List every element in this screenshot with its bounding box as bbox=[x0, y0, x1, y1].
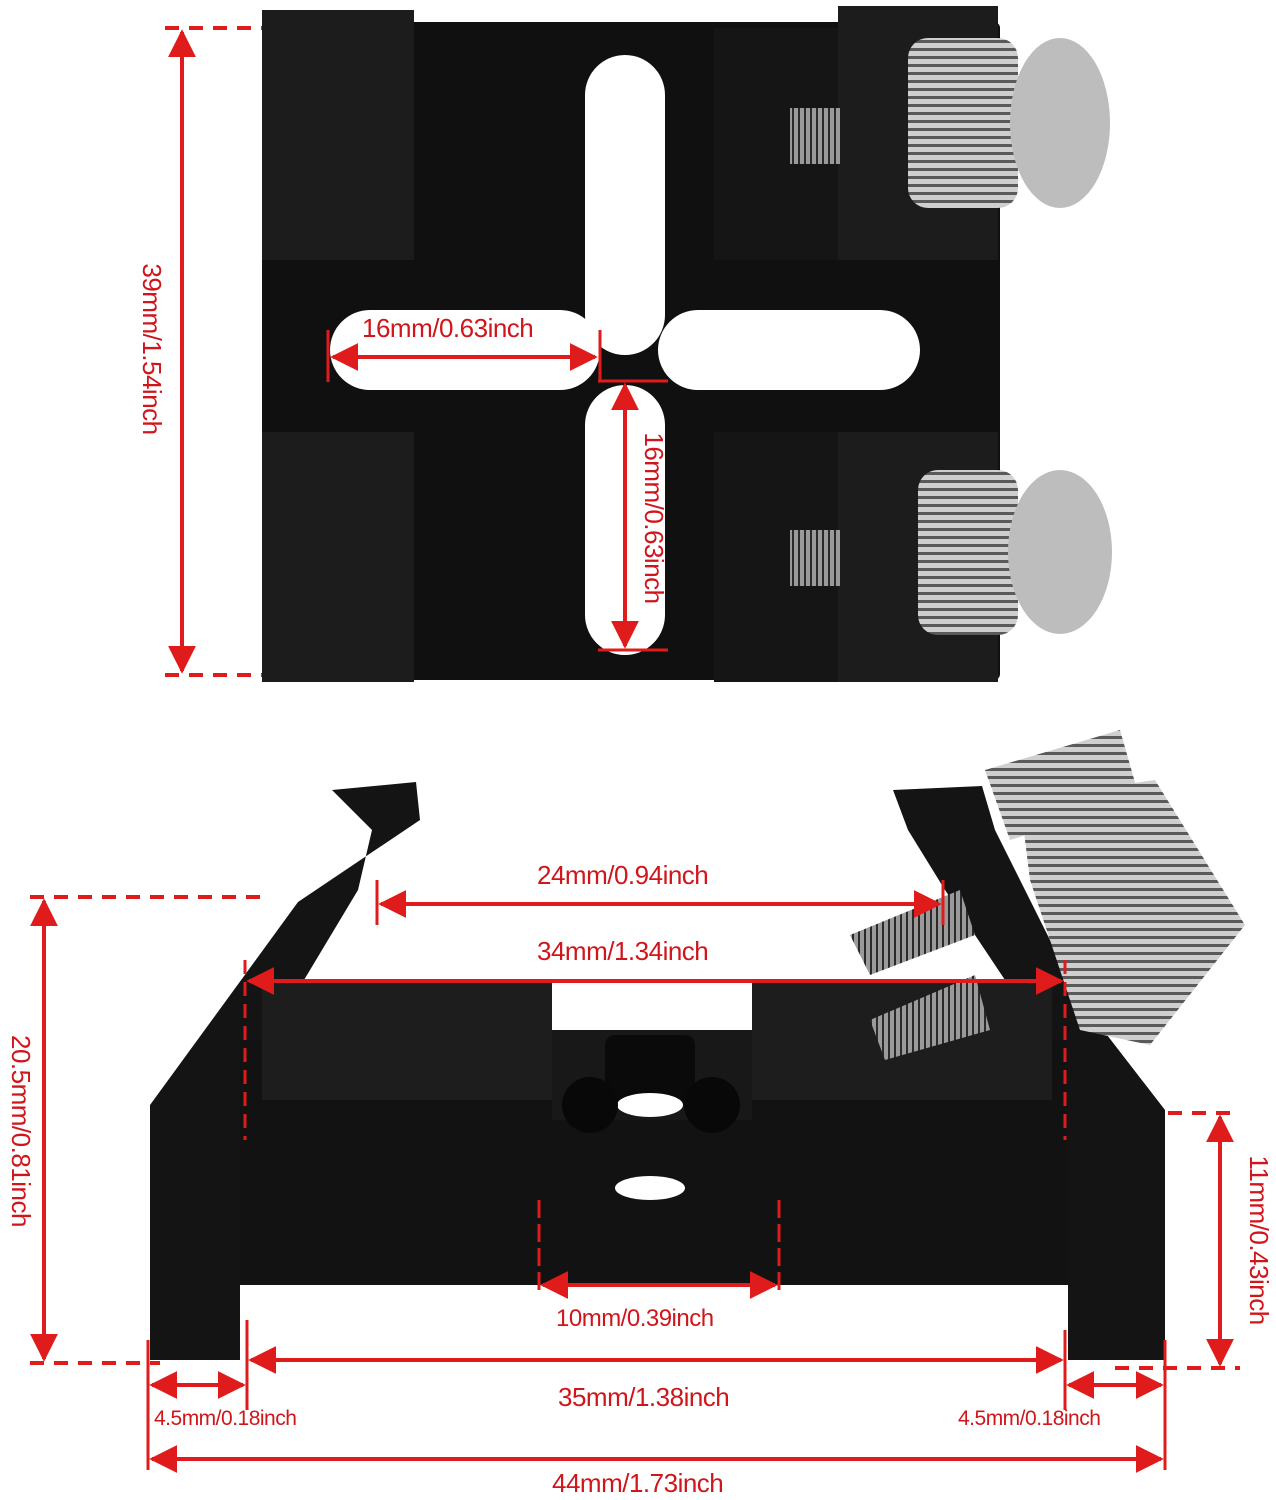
inner-top-width-label: 24mm/0.94inch bbox=[537, 860, 709, 890]
front-view-dimensions bbox=[30, 880, 1240, 1473]
top-height-label: 39mm/1.54inch bbox=[137, 263, 167, 435]
inner-bottom-width-label: 34mm/1.34inch bbox=[537, 936, 709, 966]
left-foot-label: 4.5mm/0.18inch bbox=[154, 1407, 297, 1430]
top-slot-length-label: 16mm/0.63inch bbox=[639, 432, 669, 604]
right-foot-label: 4.5mm/0.18inch bbox=[958, 1407, 1101, 1430]
top-view-dimensions bbox=[165, 26, 668, 677]
top-slot-width-label: 16mm/0.63inch bbox=[362, 313, 534, 343]
overall-width-label: 44mm/1.73inch bbox=[552, 1468, 724, 1498]
foot-height-label: 11mm/0.43inch bbox=[1244, 1155, 1274, 1325]
front-view bbox=[150, 730, 1245, 1360]
span-between-feet-label: 35mm/1.38inch bbox=[558, 1382, 730, 1412]
front-height-label: 20.5mm/0.81inch bbox=[6, 1035, 36, 1227]
center-width-label: 10mm/0.39inch bbox=[556, 1305, 714, 1332]
top-view bbox=[262, 6, 1112, 682]
